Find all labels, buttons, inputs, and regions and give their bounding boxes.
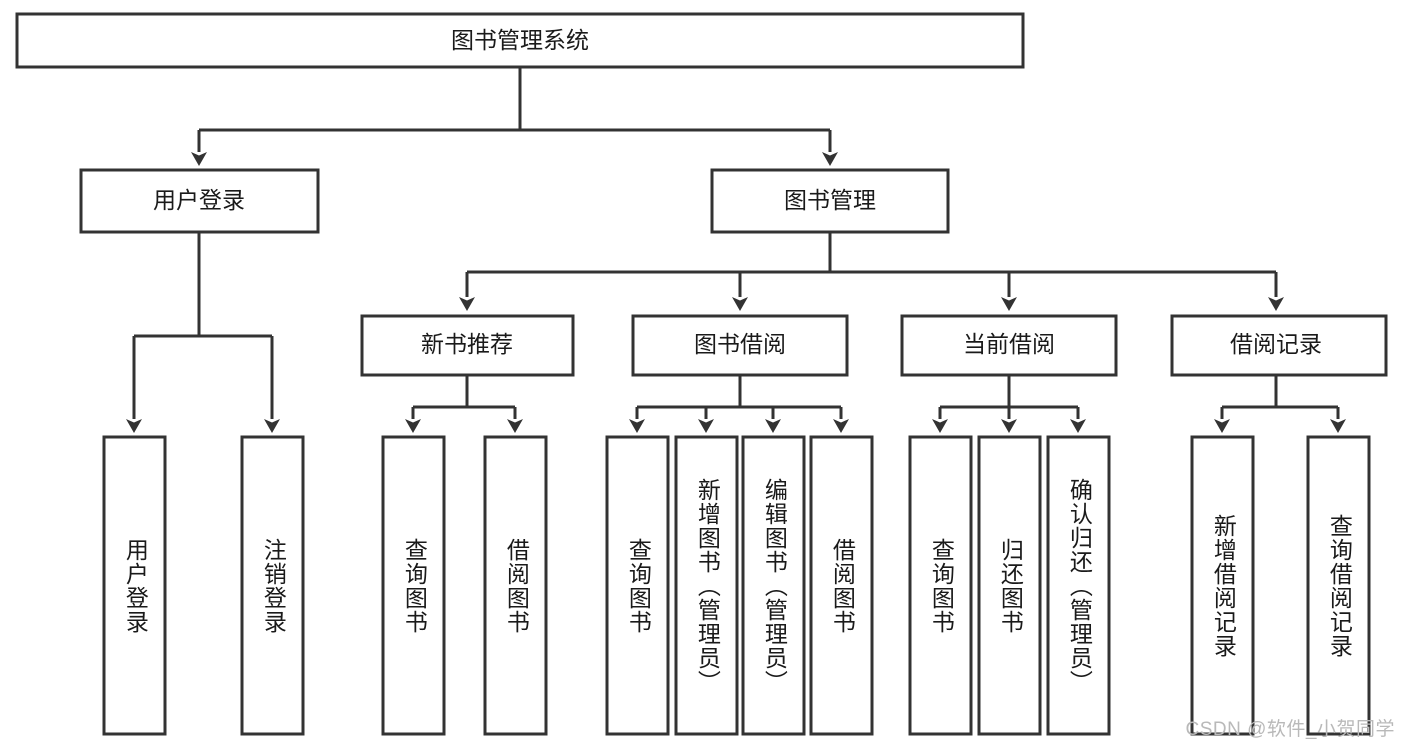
node-leaf-11-box[interactable] xyxy=(1046,435,1111,736)
connector-group-book-manage xyxy=(459,232,1284,311)
connector-group-root xyxy=(191,67,838,166)
node-leaf-13-box[interactable] xyxy=(1306,435,1371,736)
connector-group-new-book-rec xyxy=(405,375,523,433)
node-leaf-5-box[interactable] xyxy=(605,435,670,736)
node-leaf-4-box[interactable] xyxy=(483,435,548,736)
node-new-book-rec-box[interactable] xyxy=(360,314,575,377)
node-leaf-12-box[interactable] xyxy=(1190,435,1255,736)
connector-group-user-login xyxy=(126,232,280,433)
node-leaf-6-box[interactable] xyxy=(674,435,739,736)
node-user-login-label: 用户登录 xyxy=(153,187,245,213)
node-leaf-8-box[interactable] xyxy=(809,435,874,736)
node-borrow-record[interactable]: 借阅记录 xyxy=(1170,314,1388,377)
node-new-book-rec-label: 新书推荐 xyxy=(421,331,513,357)
node-new-book-rec[interactable]: 新书推荐 xyxy=(360,314,575,377)
connector-group-current-borrow xyxy=(932,375,1086,433)
connector-group-borrow-record xyxy=(1214,375,1346,433)
node-leaf-2-box[interactable] xyxy=(240,435,305,736)
node-borrow-record-box[interactable] xyxy=(1170,314,1388,377)
node-user-login[interactable]: 用户登录 xyxy=(79,168,320,234)
watermark-text: CSDN @软件_小贺同学 xyxy=(1185,719,1395,740)
node-root[interactable]: 图书管理系统 xyxy=(15,12,1025,69)
node-borrow-record-label: 借阅记录 xyxy=(1230,331,1322,357)
node-leaf-3-box[interactable] xyxy=(381,435,446,736)
connector-group-book-borrow xyxy=(629,375,849,433)
node-root-label: 图书管理系统 xyxy=(451,27,589,53)
node-book-borrow-box[interactable] xyxy=(631,314,849,377)
node-book-borrow[interactable]: 图书借阅 xyxy=(631,314,849,377)
node-leaf-7-box[interactable] xyxy=(741,435,806,736)
node-book-manage-label: 图书管理 xyxy=(784,187,876,213)
node-book-manage[interactable]: 图书管理 xyxy=(710,168,950,234)
node-book-borrow-label: 图书借阅 xyxy=(694,331,786,357)
node-leaf-1-box[interactable] xyxy=(102,435,167,736)
node-book-manage-box[interactable] xyxy=(710,168,950,234)
node-current-borrow[interactable]: 当前借阅 xyxy=(900,314,1118,377)
node-user-login-box[interactable] xyxy=(79,168,320,234)
node-current-borrow-box[interactable] xyxy=(900,314,1118,377)
node-leaf-10-box[interactable] xyxy=(977,435,1042,736)
node-leaf-9-box[interactable] xyxy=(908,435,973,736)
node-root-box[interactable] xyxy=(15,12,1025,69)
node-current-borrow-label: 当前借阅 xyxy=(963,331,1055,357)
